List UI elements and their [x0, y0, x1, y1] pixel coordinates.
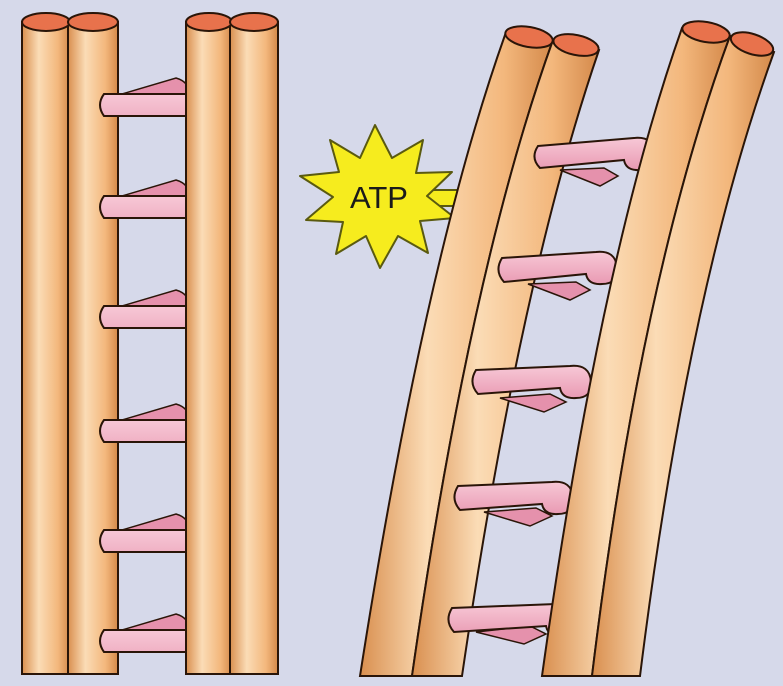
microtubule — [186, 22, 232, 674]
microtubule-end — [68, 13, 118, 31]
microtubule — [68, 22, 118, 674]
atp-label: ATP — [350, 180, 408, 215]
microtubule — [22, 22, 70, 674]
right-doublet-straight — [186, 13, 278, 674]
microtubule-end — [186, 13, 232, 31]
microtubule-end — [22, 13, 70, 31]
bent-doublet-panel — [360, 18, 776, 676]
straight-doublet-panel — [22, 13, 278, 674]
microtubule — [230, 22, 278, 674]
microtubule-end — [230, 13, 278, 31]
